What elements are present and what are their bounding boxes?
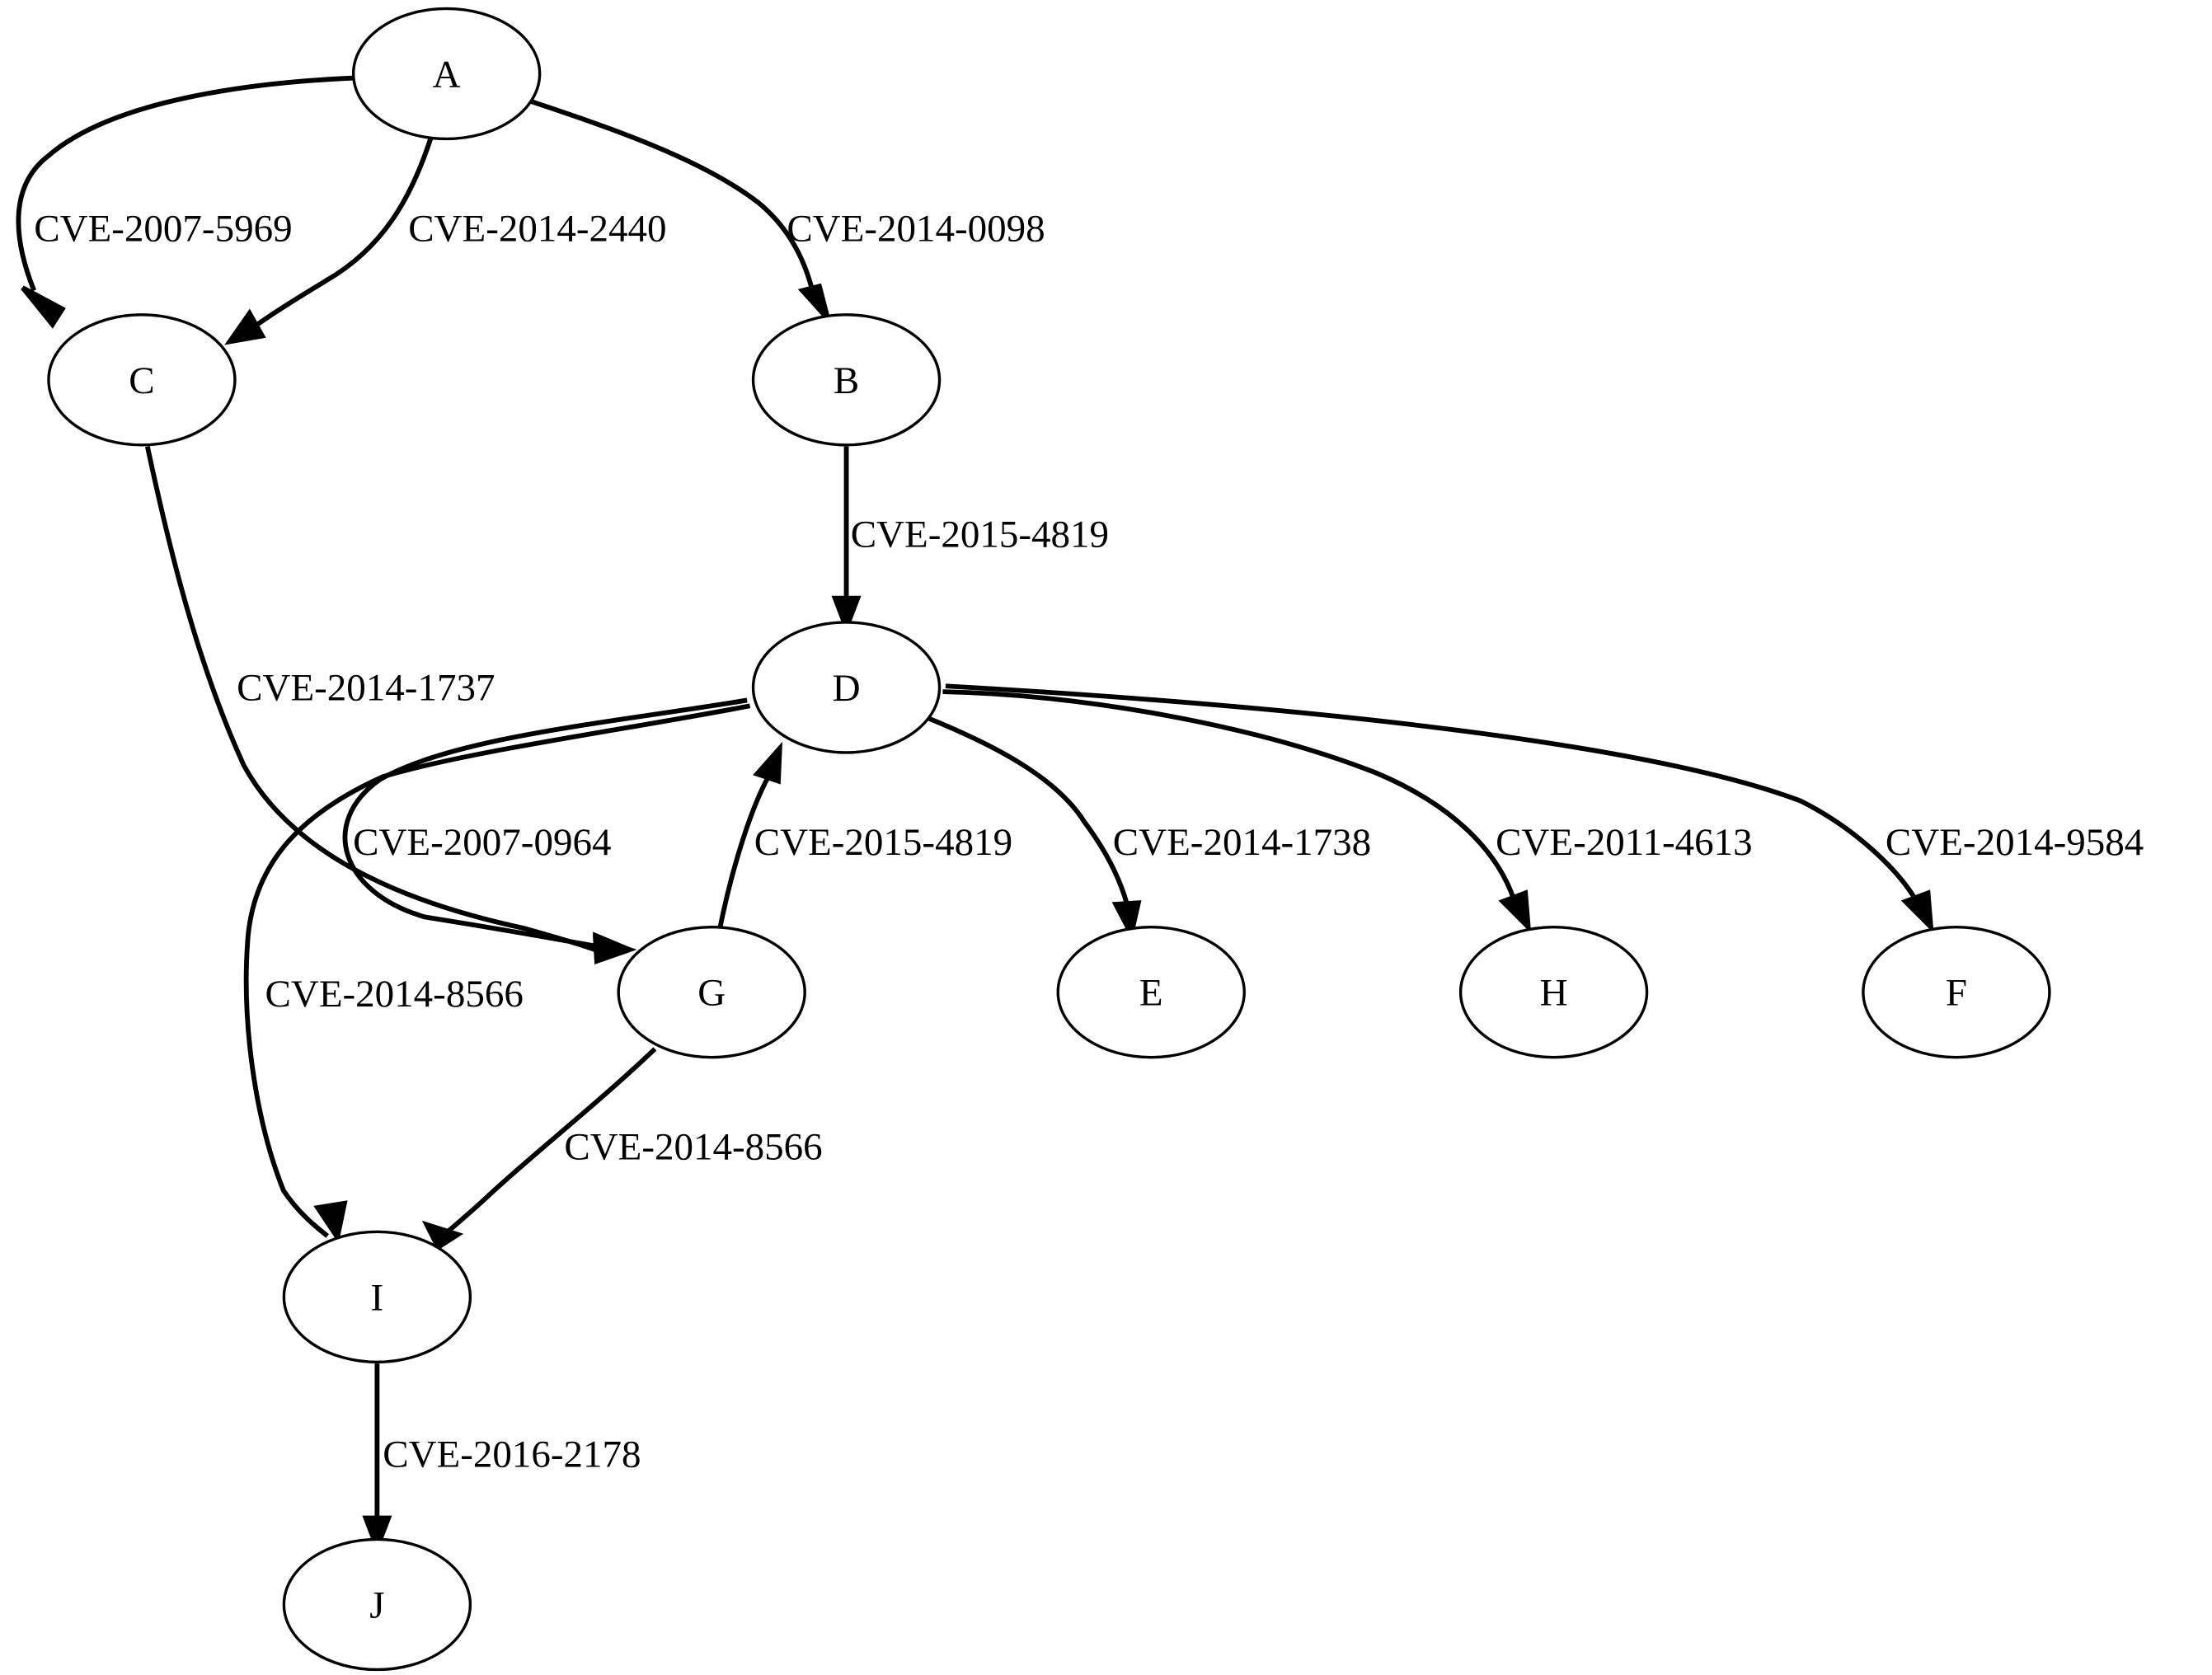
edge-line	[342, 697, 748, 950]
node-label: J	[369, 1584, 384, 1626]
node-label: I	[371, 1276, 384, 1319]
node-label: C	[129, 359, 154, 402]
node-label: G	[697, 972, 726, 1015]
edge-label: CVE-2015-4819	[754, 821, 1012, 864]
arrowhead	[224, 308, 266, 345]
edge-label: CVE-2014-1738	[1113, 821, 1371, 864]
edges-layer	[16, 75, 1934, 1555]
edge-label: CVE-2015-4819	[851, 514, 1109, 556]
arrowhead	[1498, 889, 1532, 934]
edge-D-E	[924, 715, 1142, 941]
node-J: J	[282, 1537, 472, 1672]
edge-label: CVE-2014-2440	[408, 207, 666, 250]
edge-label: CVE-2007-5969	[34, 207, 292, 250]
edge-line	[924, 715, 1129, 905]
node-E: E	[1056, 925, 1246, 1059]
arrowhead	[831, 595, 862, 635]
edge-line	[243, 703, 751, 1238]
node-ellipse	[751, 313, 942, 447]
edge-A-C	[16, 75, 355, 329]
edge-G-I	[421, 1047, 657, 1251]
arrowhead	[797, 283, 831, 321]
node-C: C	[47, 313, 237, 447]
edge-A-C	[224, 136, 434, 345]
node-D: D	[751, 621, 942, 754]
arrowhead	[753, 741, 783, 785]
edge-I-J	[362, 1363, 392, 1555]
node-ellipse	[47, 313, 237, 447]
node-ellipse	[351, 7, 542, 141]
arrowhead	[1900, 889, 1934, 934]
node-ellipse	[282, 1230, 472, 1364]
node-B: B	[751, 313, 942, 447]
node-ellipse	[1056, 925, 1246, 1059]
edge-D-G	[342, 697, 748, 964]
node-G: G	[617, 925, 806, 1059]
edge-line	[144, 446, 603, 955]
node-ellipse	[1458, 925, 1649, 1059]
edge-B-D	[831, 446, 862, 635]
node-A: A	[351, 7, 542, 141]
arrowhead	[313, 1200, 348, 1244]
edge-line	[253, 136, 434, 328]
node-I: I	[282, 1230, 472, 1364]
node-label: A	[433, 53, 461, 96]
edge-label: CVE-2014-8566	[564, 1126, 822, 1169]
node-ellipse	[1862, 925, 2051, 1059]
node-label: H	[1540, 972, 1568, 1015]
edge-line	[942, 689, 1517, 901]
edge-label: CVE-2014-0098	[787, 207, 1045, 250]
node-label: E	[1139, 972, 1163, 1015]
edge-label: CVE-2011-4613	[1496, 821, 1753, 864]
edge-line	[717, 775, 771, 928]
edge-label: CVE-2014-8566	[265, 973, 524, 1016]
node-ellipse	[282, 1537, 472, 1672]
edge-label: CVE-2007-0964	[353, 821, 611, 864]
edge-label: CVE-2014-1737	[237, 666, 495, 709]
arrowhead	[1111, 900, 1142, 941]
edge-D-F	[945, 683, 1934, 934]
edge-D-H	[942, 689, 1532, 934]
arrowhead	[21, 285, 66, 329]
arrowhead	[421, 1220, 464, 1251]
edge-line	[16, 75, 355, 292]
node-label: F	[1946, 972, 1967, 1015]
node-label: D	[833, 667, 861, 710]
arrowhead	[362, 1515, 392, 1555]
nodes-layer: A B C D E F G H I J	[47, 7, 2051, 1672]
edge-label: CVE-2016-2178	[383, 1433, 641, 1476]
node-ellipse	[751, 621, 942, 754]
node-F: F	[1862, 925, 2051, 1059]
node-H: H	[1458, 925, 1649, 1059]
edge-A-B	[524, 96, 831, 321]
edge-line	[524, 96, 815, 292]
edge-D-I	[243, 703, 751, 1244]
edge-labels-layer: CVE-2007-5969 CVE-2014-2440 CVE-2014-0098C…	[34, 207, 2144, 1476]
edge-label: CVE-2014-9584	[1886, 821, 2144, 864]
edge-line	[945, 683, 1919, 903]
arrowhead	[593, 931, 636, 964]
edge-G-D	[717, 741, 783, 928]
node-ellipse	[617, 925, 806, 1059]
edge-line	[438, 1047, 657, 1241]
node-label: B	[834, 359, 859, 402]
